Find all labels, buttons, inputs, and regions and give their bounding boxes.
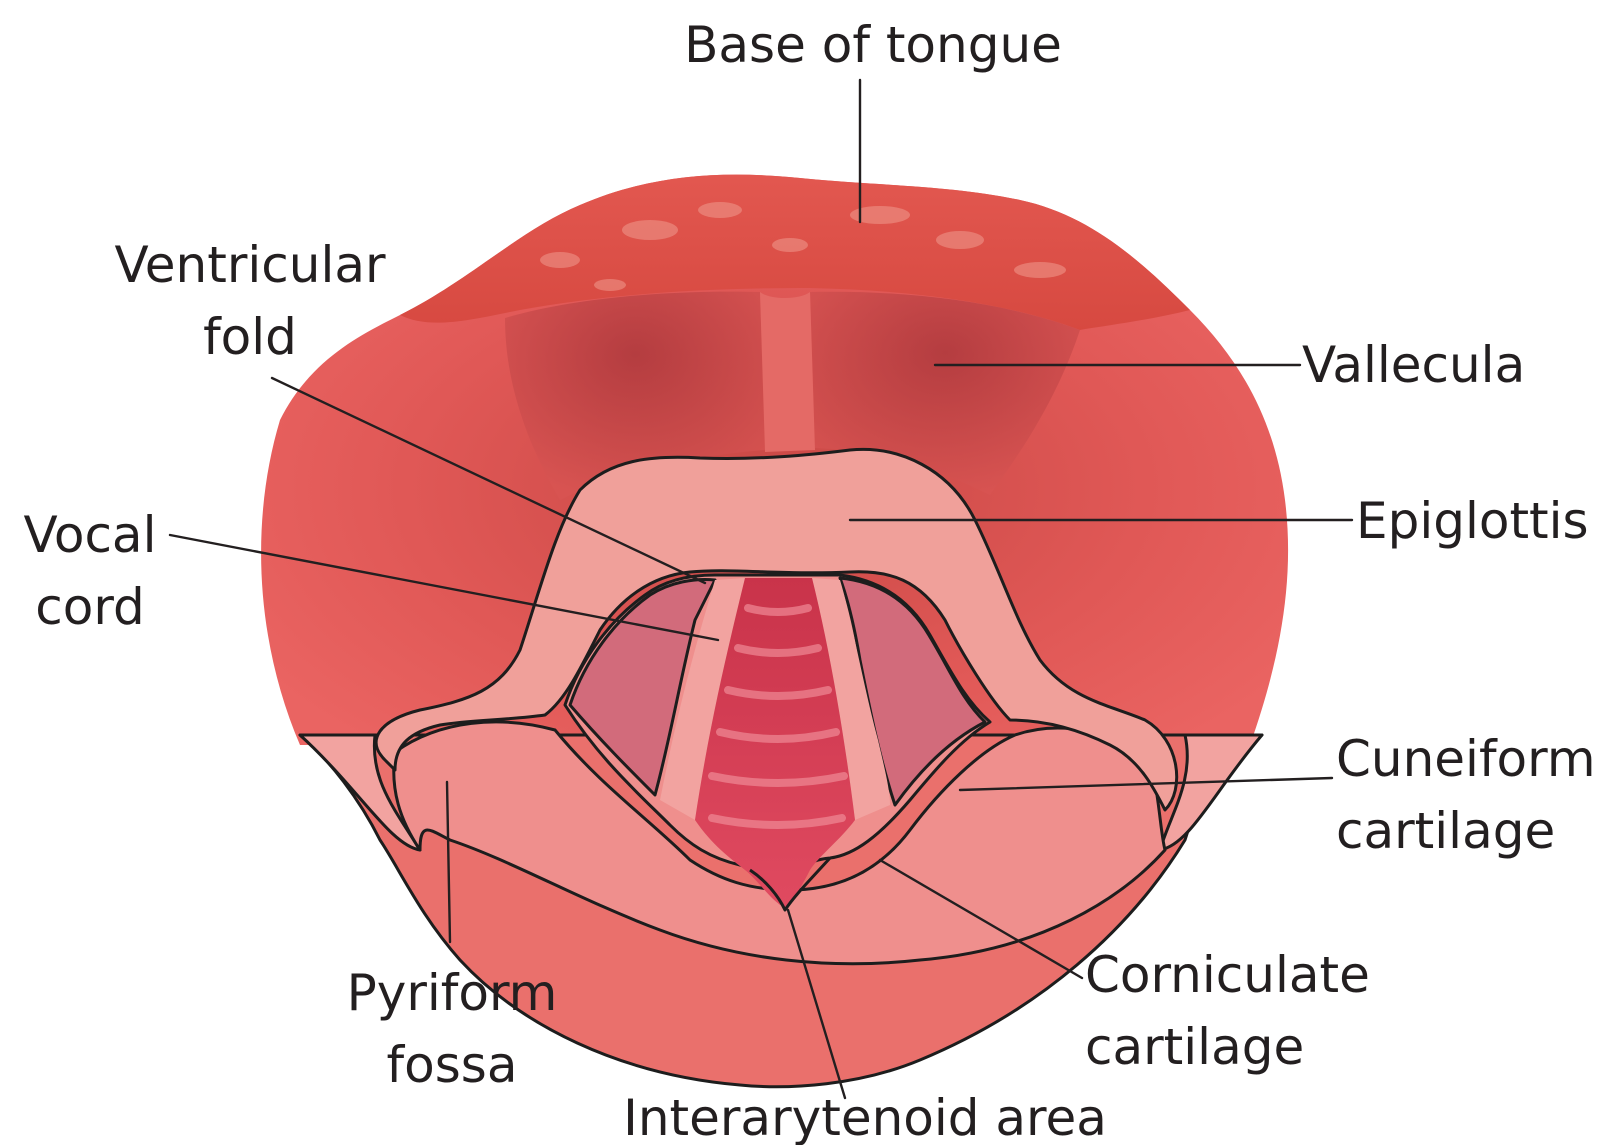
- label-cuneiform-line2: cartilage: [1336, 802, 1555, 860]
- label-corniculate-line2: cartilage: [1085, 1018, 1304, 1076]
- label-pyriform-line2: fossa: [387, 1036, 518, 1094]
- label-vocal-cord-line2: cord: [35, 578, 145, 636]
- label-corniculate-line1: Corniculate: [1085, 946, 1370, 1004]
- label-pyriform-line1: Pyriform: [347, 964, 558, 1022]
- label-interarytenoid: Interarytenoid area: [623, 1089, 1107, 1145]
- label-vallecula: Vallecula: [1302, 336, 1525, 394]
- label-ventricular-fold-line1: Ventricular: [114, 236, 386, 294]
- label-ventricular-fold-line2: fold: [203, 308, 297, 366]
- median-glossoepiglottic-fold: [760, 292, 815, 452]
- label-base-of-tongue: Base of tongue: [684, 16, 1062, 74]
- label-epiglottis: Epiglottis: [1356, 492, 1589, 550]
- label-cuneiform-line1: Cuneiform: [1336, 730, 1596, 788]
- label-vocal-cord-line1: Vocal: [24, 506, 157, 564]
